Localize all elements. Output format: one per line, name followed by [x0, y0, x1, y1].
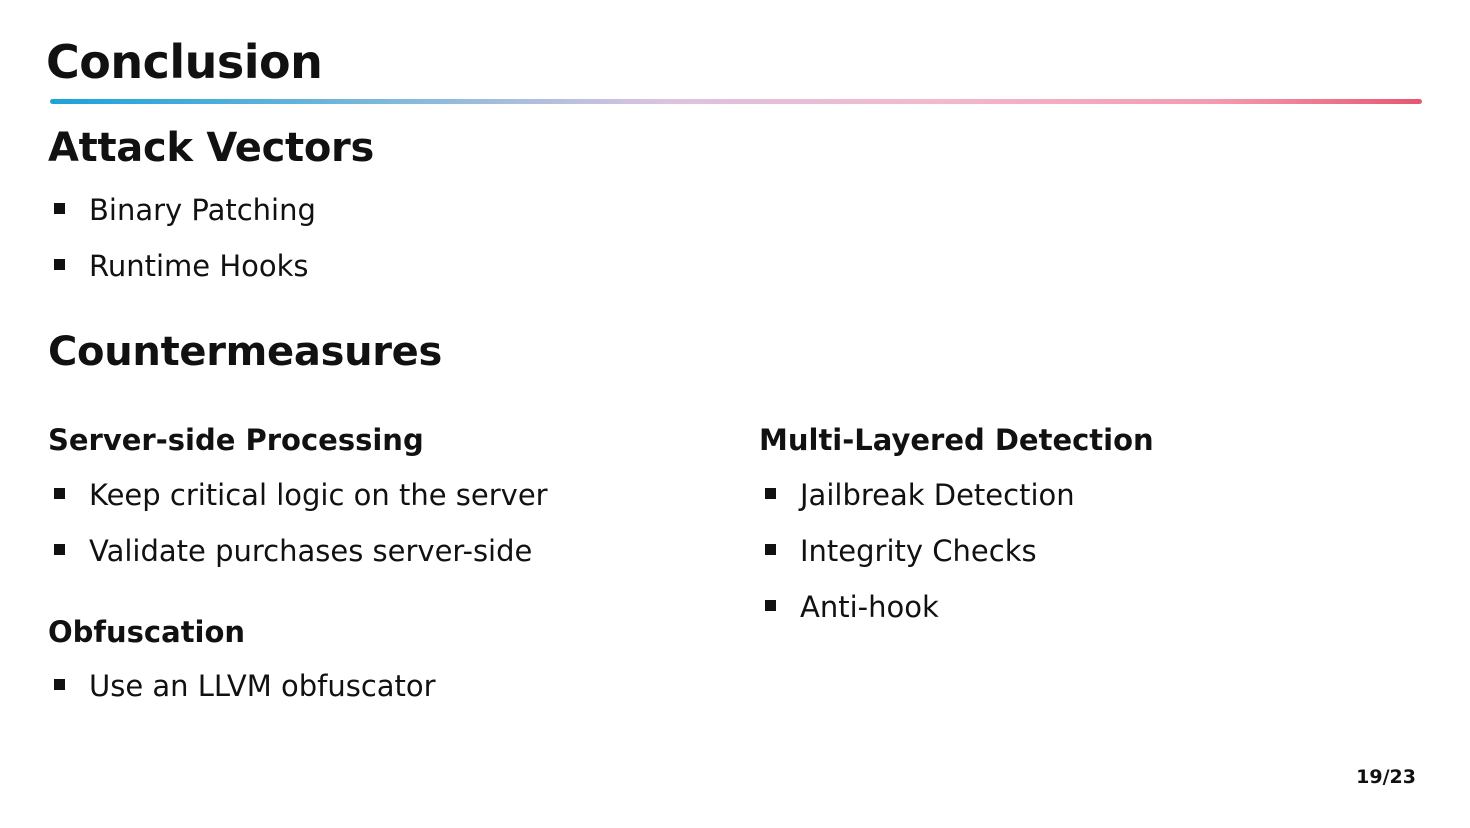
list-item-text: Use an LLVM obfuscator — [89, 669, 436, 703]
detection-heading: Multi-Layered Detection — [759, 423, 1154, 457]
page-number: 19/23 — [1356, 766, 1416, 788]
detection-list: Jailbreak Detection Integrity Checks Ant… — [759, 475, 1075, 643]
list-item: Keep critical logic on the server — [48, 475, 548, 531]
title-gradient-rule — [50, 99, 1422, 104]
list-item: Use an LLVM obfuscator — [48, 666, 436, 722]
square-bullet-icon — [54, 544, 65, 555]
server-side-heading: Server-side Processing — [48, 423, 424, 457]
obfuscation-heading: Obfuscation — [48, 615, 246, 649]
list-item-text: Binary Patching — [89, 193, 316, 227]
attack-vectors-heading: Attack Vectors — [48, 125, 374, 171]
square-bullet-icon — [54, 679, 65, 690]
square-bullet-icon — [54, 203, 65, 214]
countermeasures-heading: Countermeasures — [48, 329, 443, 375]
server-side-list: Keep critical logic on the server Valida… — [48, 475, 548, 587]
attack-vectors-list: Binary Patching Runtime Hooks — [48, 190, 316, 302]
list-item: Anti-hook — [759, 587, 1075, 643]
list-item-text: Integrity Checks — [800, 534, 1037, 568]
list-item: Jailbreak Detection — [759, 475, 1075, 531]
list-item-text: Anti-hook — [800, 590, 939, 624]
list-item: Binary Patching — [48, 190, 316, 246]
list-item-text: Validate purchases server-side — [89, 534, 533, 568]
obfuscation-list: Use an LLVM obfuscator — [48, 666, 436, 722]
list-item: Runtime Hooks — [48, 246, 316, 302]
square-bullet-icon — [765, 488, 776, 499]
slide-title: Conclusion — [46, 35, 323, 89]
square-bullet-icon — [765, 544, 776, 555]
square-bullet-icon — [54, 259, 65, 270]
list-item: Validate purchases server-side — [48, 531, 548, 587]
list-item-text: Runtime Hooks — [89, 249, 309, 283]
square-bullet-icon — [54, 488, 65, 499]
list-item: Integrity Checks — [759, 531, 1075, 587]
list-item-text: Keep critical logic on the server — [89, 478, 548, 512]
list-item-text: Jailbreak Detection — [800, 478, 1075, 512]
square-bullet-icon — [765, 600, 776, 611]
